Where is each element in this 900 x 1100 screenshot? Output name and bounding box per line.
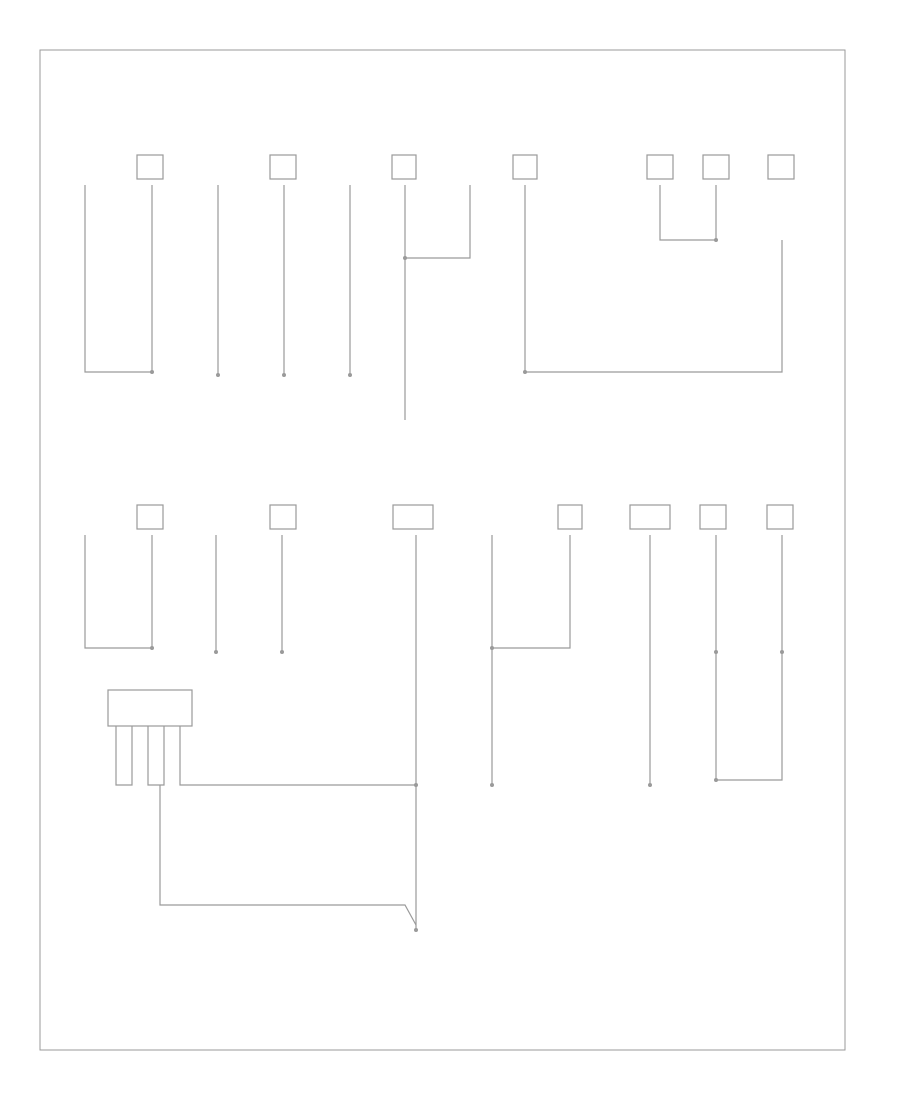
- connector-c2: [136, 154, 164, 180]
- connector-c6: [391, 154, 417, 180]
- connector-d4: [269, 504, 297, 530]
- wire-upper-9: [659, 185, 717, 241]
- upper-splices: [150, 238, 718, 377]
- connector-d9: [699, 504, 727, 530]
- module-lead-3: [179, 726, 416, 786]
- connector-c11: [767, 154, 795, 180]
- module-box: [107, 689, 193, 727]
- connector-d5: [392, 504, 434, 530]
- connector-c4: [269, 154, 297, 180]
- wire-upper-7: [405, 185, 471, 259]
- wire-upper-1: [84, 185, 152, 373]
- wire-lower-1: [84, 535, 152, 649]
- module-ground-wire: [159, 785, 417, 926]
- upper-section: [84, 154, 795, 420]
- connector-c9: [646, 154, 674, 180]
- lower-section: [84, 504, 794, 930]
- module-lead-2: [147, 726, 165, 786]
- wire-upper-8: [524, 185, 783, 373]
- wire-lower-7: [492, 535, 571, 649]
- diagram-border: [39, 49, 846, 1051]
- connector-c10: [702, 154, 730, 180]
- connector-d8: [629, 504, 671, 530]
- connector-c8: [512, 154, 538, 180]
- wire-lower-9: [715, 535, 783, 781]
- connector-d10: [766, 504, 794, 530]
- lower-splices: [150, 646, 784, 932]
- module-lead-1: [115, 726, 133, 786]
- connector-d7: [557, 504, 583, 530]
- connector-d2: [136, 504, 164, 530]
